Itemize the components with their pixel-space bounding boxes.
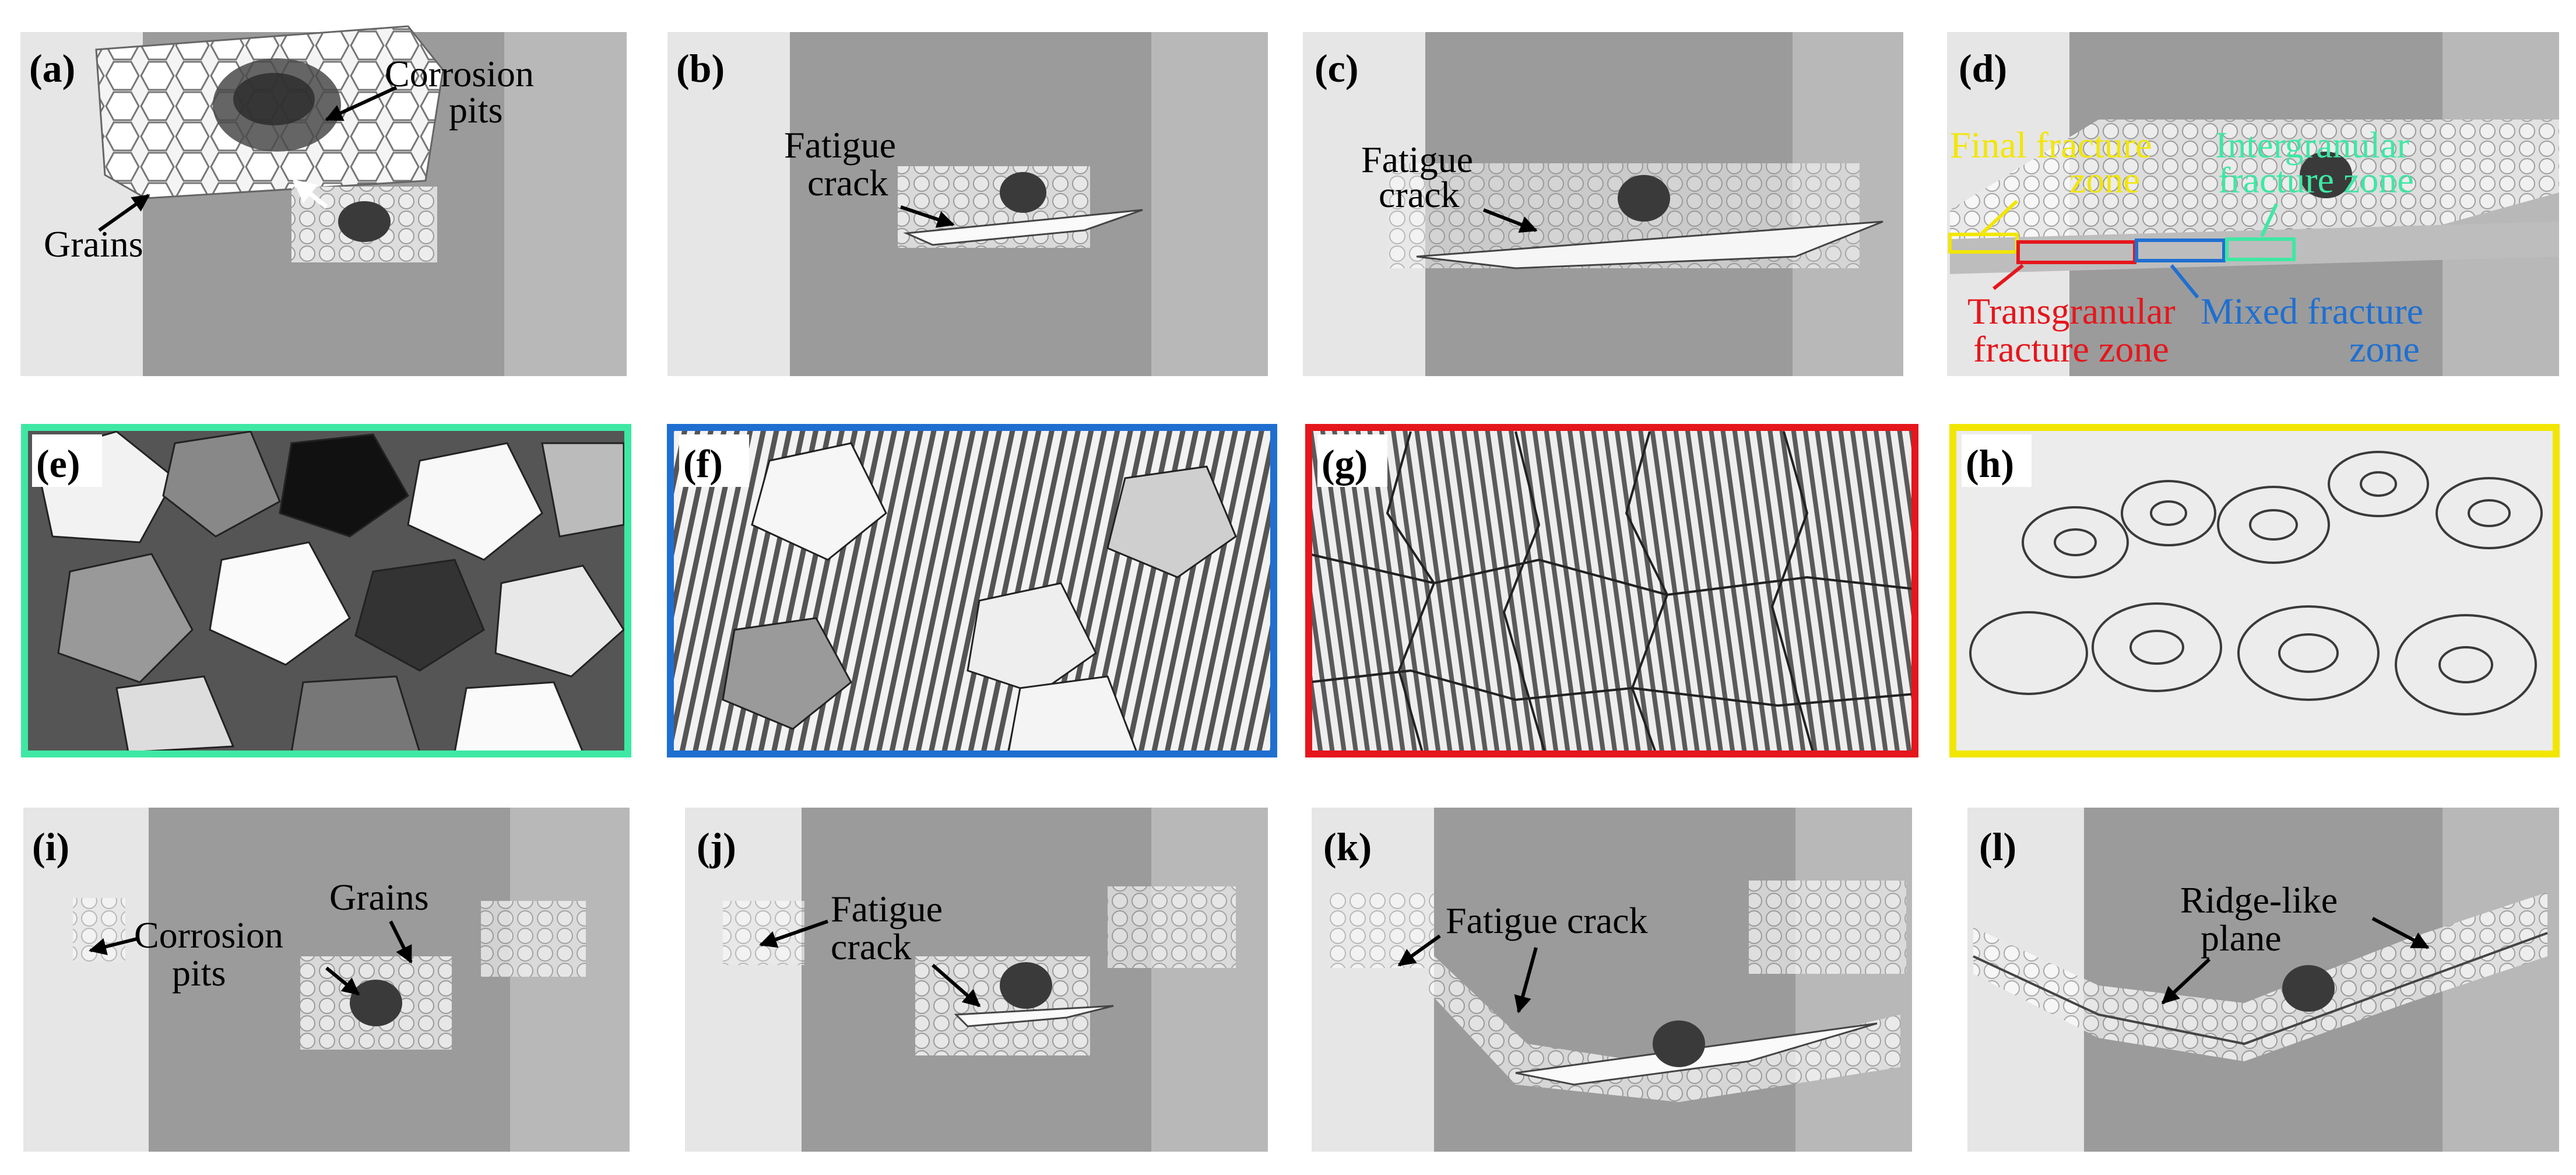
fatigue-label-1: Fatigue (1361, 139, 1473, 180)
final-zone-label-2: zone (2069, 159, 2140, 201)
panel-e-tag: (e) (36, 441, 80, 486)
panel-d: (d) Final fracture zone Intergranular fr… (1947, 32, 2559, 376)
grains-label: Grains (329, 876, 429, 918)
corrosion-pits-label-1: Corrosion (385, 53, 534, 94)
panel-h: (h) (1949, 424, 2560, 757)
panel-g: (g) (1305, 424, 1918, 757)
panel-b: (b) Fatigue crack (667, 32, 1268, 376)
transgranular-label-1: Transgranular (1967, 290, 2176, 332)
panel-j-tag: (j) (697, 825, 736, 869)
corrosion-pits-label-2: pits (449, 89, 502, 131)
panel-c-tag: (c) (1315, 46, 1358, 90)
panel-l-tag: (l) (1979, 825, 2016, 869)
panel-f-tag: (f) (683, 441, 723, 486)
fatigue-label-1: Fatigue (784, 124, 896, 166)
fatigue-label-2: crack (831, 926, 912, 967)
corrosion-label-1: Corrosion (134, 914, 283, 956)
transgranular-label-2: fracture zone (1973, 328, 2169, 370)
panel-l: (l) Ridge-like plane (1967, 808, 2559, 1152)
panel-h-tag: (h) (1966, 441, 2014, 486)
panel-d-tag: (d) (1959, 46, 2007, 90)
ridge-label-1: Ridge-like (2180, 879, 2338, 921)
panel-c: (c) Fatigue crack (1303, 32, 1903, 376)
intergranular-zone-box (2225, 237, 2296, 261)
mixed-zone-box (2135, 238, 2226, 262)
corrosion-label-2: pits (172, 952, 226, 994)
fatigue-label-2: crack (1379, 174, 1460, 215)
intergranular-label-1: Intergranular (2215, 124, 2409, 166)
intergranular-label-2: fracture zone (2218, 159, 2414, 201)
panel-g-tag: (g) (1322, 441, 1368, 486)
fatigue-crack-label: Fatigue crack (1446, 900, 1648, 941)
panel-k-tag: (k) (1323, 825, 1372, 869)
panel-f: (f) (667, 424, 1277, 757)
fatigue-label-2: crack (807, 162, 888, 204)
panel-j: (j) Fatigue crack (685, 808, 1268, 1152)
mixed-label-2: zone (2349, 328, 2420, 370)
fatigue-label-1: Fatigue (831, 888, 943, 930)
panel-k: (k) Fatigue crack (1312, 808, 1912, 1152)
panel-a-tag: (a) (29, 46, 75, 90)
panel-b-tag: (b) (676, 46, 725, 90)
grains-label: Grains (44, 223, 143, 265)
panel-a: (a) Corrosion pits Grains (20, 25, 627, 376)
panel-i: (i) Corrosion pits Grains (23, 808, 630, 1152)
mixed-label-1: Mixed fracture (2201, 290, 2423, 332)
panel-i-tag: (i) (32, 825, 69, 869)
panel-e: (e) (21, 424, 631, 757)
final-zone-label-1: Final fracture (1950, 124, 2152, 166)
ridge-label-2: plane (2201, 917, 2282, 959)
grain-block-zoom (95, 25, 444, 199)
